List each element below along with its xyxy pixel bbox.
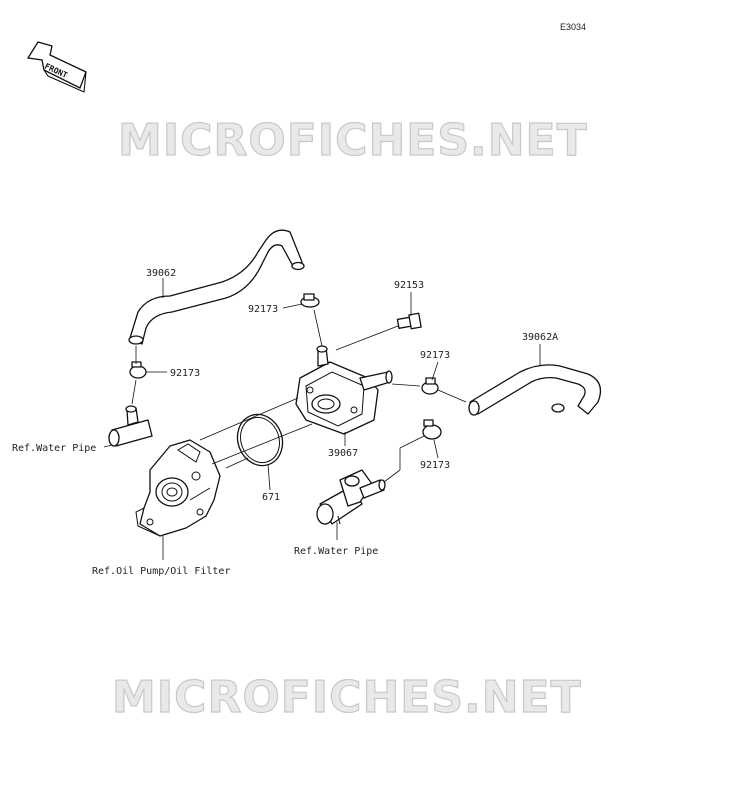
- oil-cooler-39067: [295, 345, 393, 435]
- clamp-mid: [421, 377, 439, 395]
- label-ref-water-pipe-left: Ref.Water Pipe: [12, 443, 96, 454]
- label-92173-top: 92173: [248, 304, 278, 315]
- clamp-top: [300, 293, 320, 308]
- label-39062: 39062: [146, 268, 176, 279]
- leader-lines: [103, 278, 541, 560]
- clamp-left: [129, 361, 147, 379]
- water-pipe-bottom: [316, 469, 386, 525]
- label-ref-oil-pump: Ref.Oil Pump/Oil Filter: [92, 566, 230, 577]
- oring-671: [236, 413, 284, 467]
- front-arrow-icon: FRONT: [26, 41, 87, 93]
- label-92153: 92153: [394, 280, 424, 291]
- label-92173-left: 92173: [170, 368, 200, 379]
- label-39067: 39067: [328, 448, 358, 459]
- label-39062a: 39062A: [522, 332, 558, 343]
- label-92173-mid: 92173: [420, 350, 450, 361]
- watermark-top: MICROFICHES.NET: [118, 115, 588, 166]
- label-671: 671: [262, 492, 280, 503]
- hose-39062: [128, 229, 305, 345]
- label-ref-water-pipe-bottom: Ref.Water Pipe: [294, 546, 378, 557]
- water-pipe-left: [108, 405, 153, 447]
- clamp-lower: [422, 419, 442, 440]
- watermark-bottom: MICROFICHES.NET: [112, 672, 582, 723]
- diagram-code: E3034: [560, 22, 586, 32]
- hose-39062a: [468, 364, 602, 416]
- oil-pump-housing: [135, 439, 221, 537]
- bolt-92153: [396, 312, 422, 330]
- label-92173-lower: 92173: [420, 460, 450, 471]
